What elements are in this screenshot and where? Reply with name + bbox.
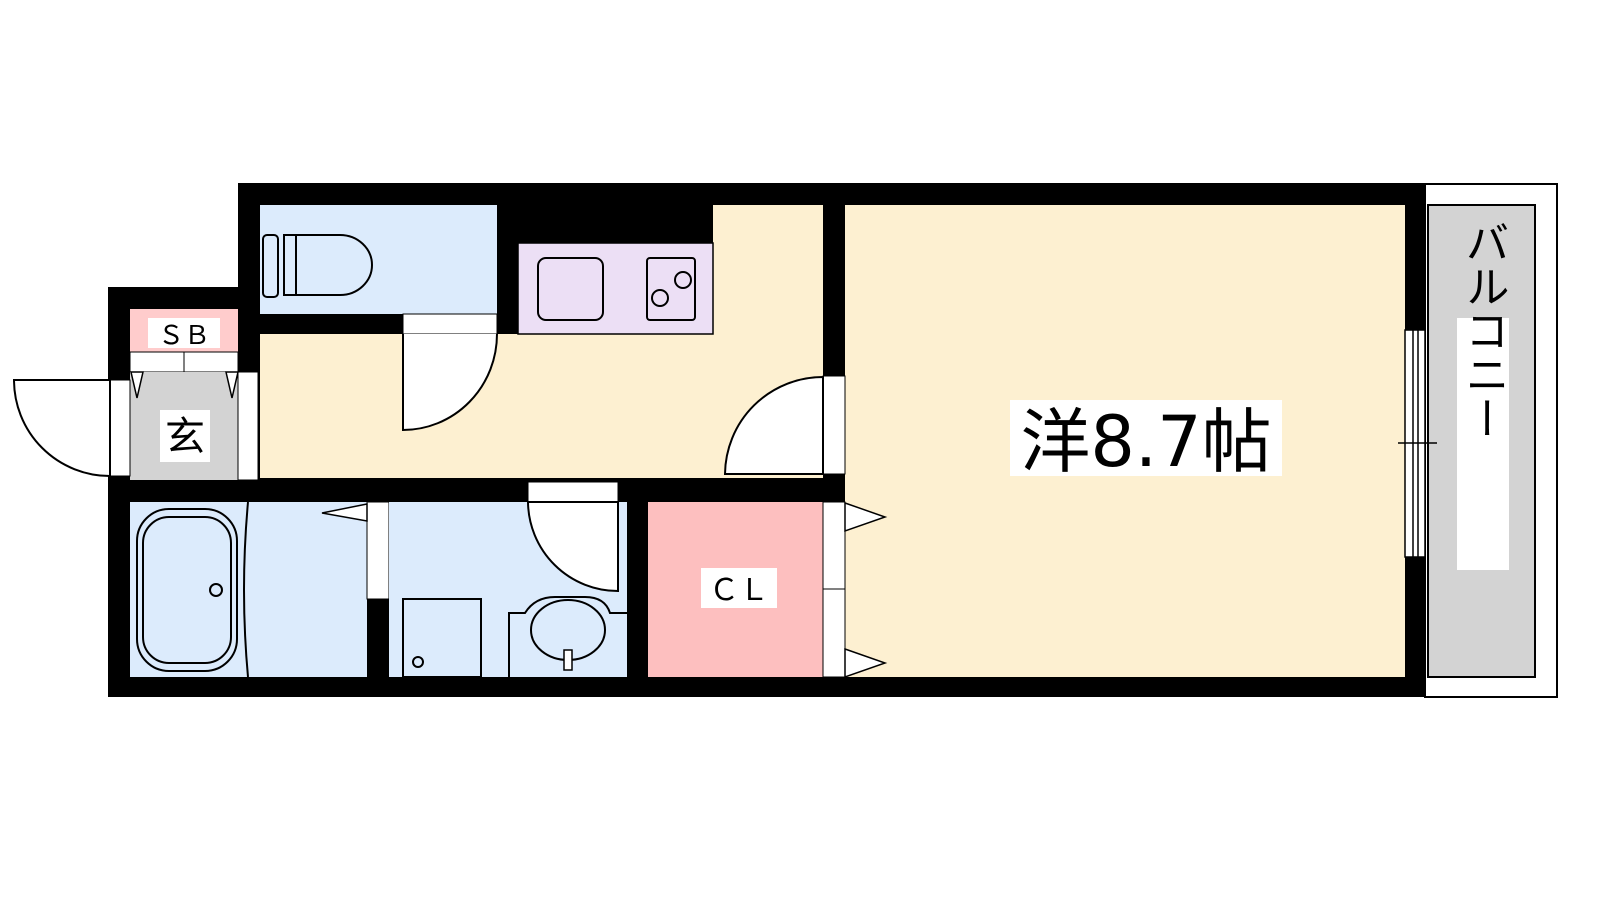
entrance-label: 玄 [165, 414, 205, 460]
burner-icon [651, 289, 669, 307]
bathroom [130, 501, 390, 678]
washroom-door[interactable] [526, 481, 619, 593]
main-room-label: 洋8.7帖 [1020, 401, 1271, 483]
closet-doors[interactable] [822, 501, 888, 679]
kitchen-hallway [260, 205, 823, 478]
balcony-window [1398, 329, 1437, 558]
burner-icon [674, 271, 692, 289]
closet: ＣＬ [648, 502, 823, 677]
closet-label: ＣＬ [709, 573, 769, 608]
toilet-room [260, 205, 497, 314]
entrance: 玄 [130, 371, 259, 481]
main-room-door[interactable] [723, 375, 846, 475]
toilet-door[interactable] [402, 313, 498, 432]
shoe-box-label: ＳＢ [158, 321, 210, 351]
front-door[interactable] [12, 379, 131, 478]
balcony-label: バルコニー [1458, 220, 1509, 440]
shoe-box: ＳＢ [129, 309, 239, 373]
balcony [1424, 183, 1558, 698]
